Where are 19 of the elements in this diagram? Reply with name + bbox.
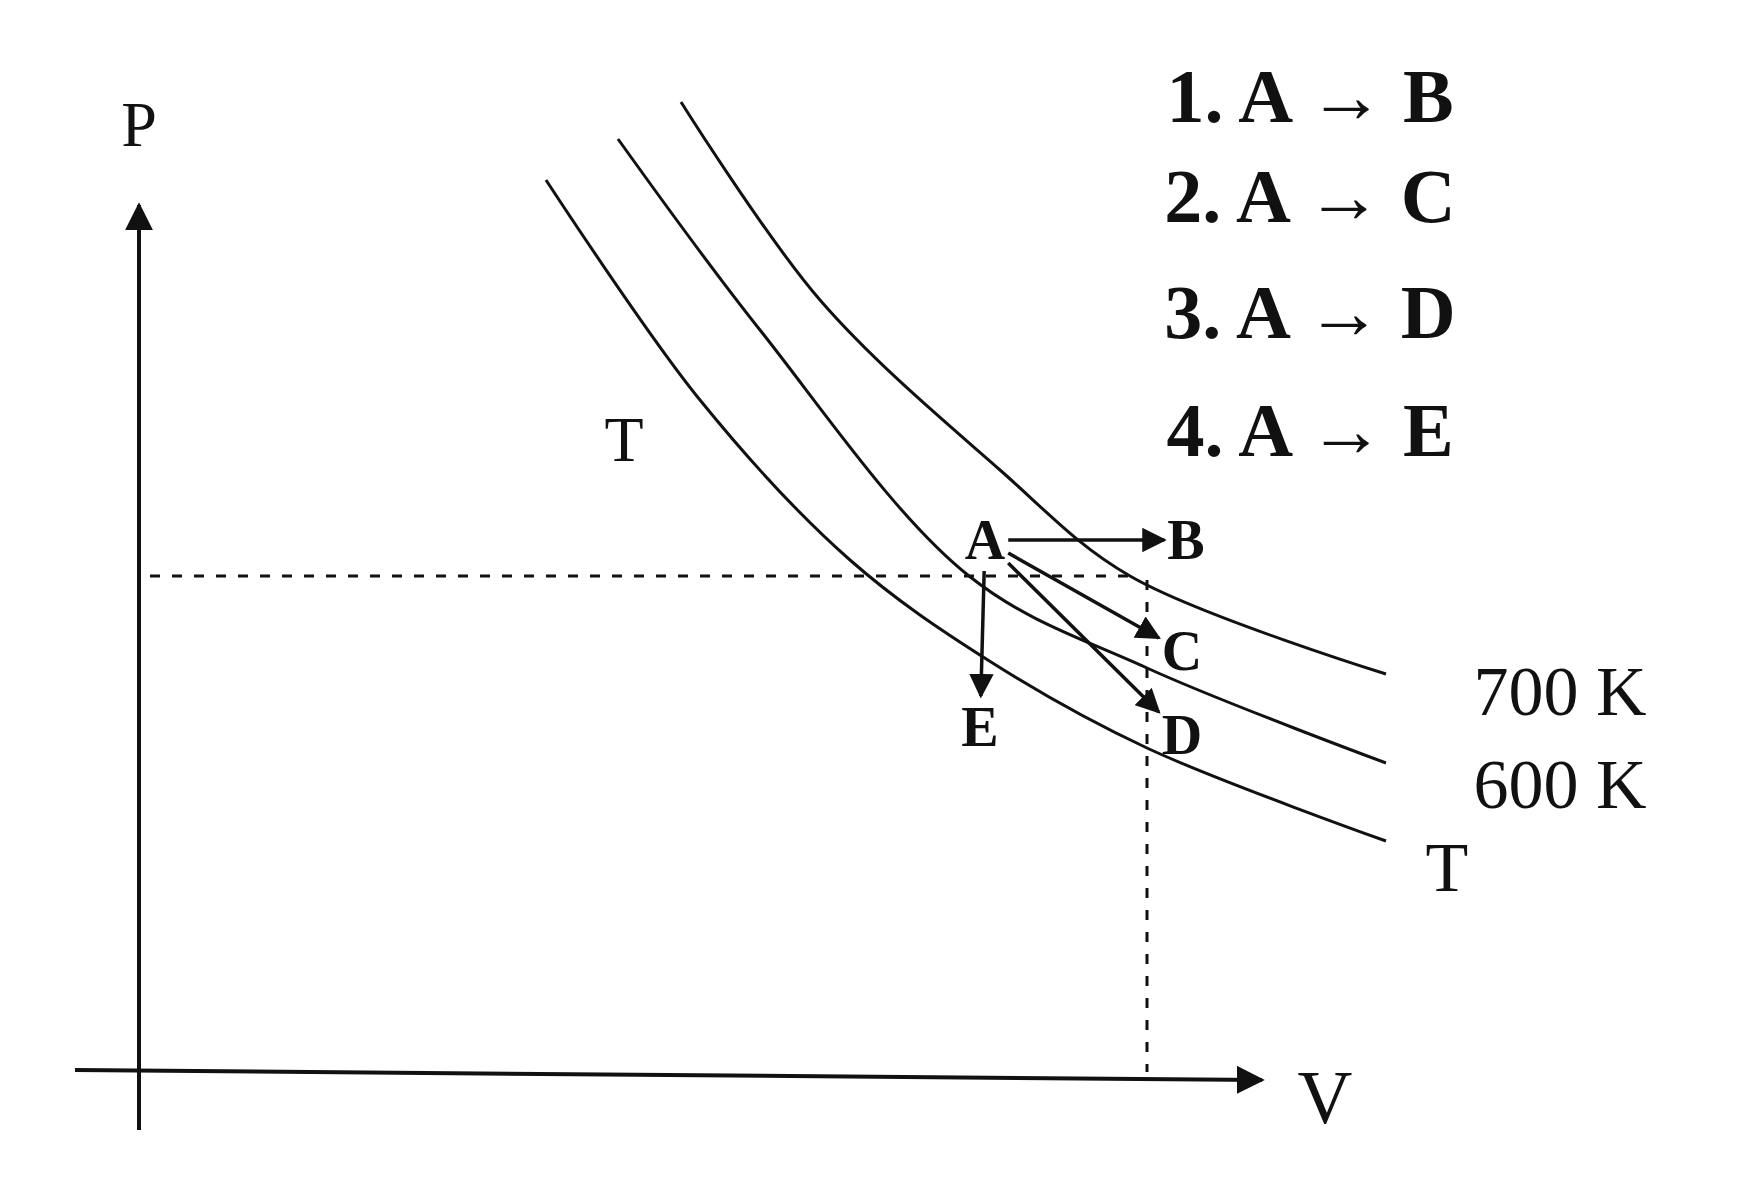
point-label: A	[964, 512, 1006, 568]
point-label: B	[1167, 512, 1205, 568]
process-option: 1. A → B	[1166, 58, 1454, 134]
process-arrow	[1008, 527, 1167, 553]
point-label: E	[961, 699, 999, 755]
curve-label: T	[1425, 833, 1469, 903]
process-arrow	[1007, 561, 1161, 714]
curve-label: 700 K	[1473, 657, 1647, 727]
process-option: 2. A → C	[1164, 158, 1456, 234]
process-arrow	[969, 570, 994, 699]
curve-label: 600 K	[1473, 750, 1647, 820]
point-label: D	[1161, 707, 1203, 763]
process-option: 4. A → E	[1166, 392, 1454, 468]
curve-label: T	[604, 408, 644, 472]
process-option: 3. A → D	[1164, 274, 1456, 350]
axis-label: V	[1297, 1059, 1353, 1135]
axis-label: P	[121, 93, 157, 157]
process-arrow	[1007, 551, 1161, 640]
point-label: C	[1161, 623, 1203, 679]
